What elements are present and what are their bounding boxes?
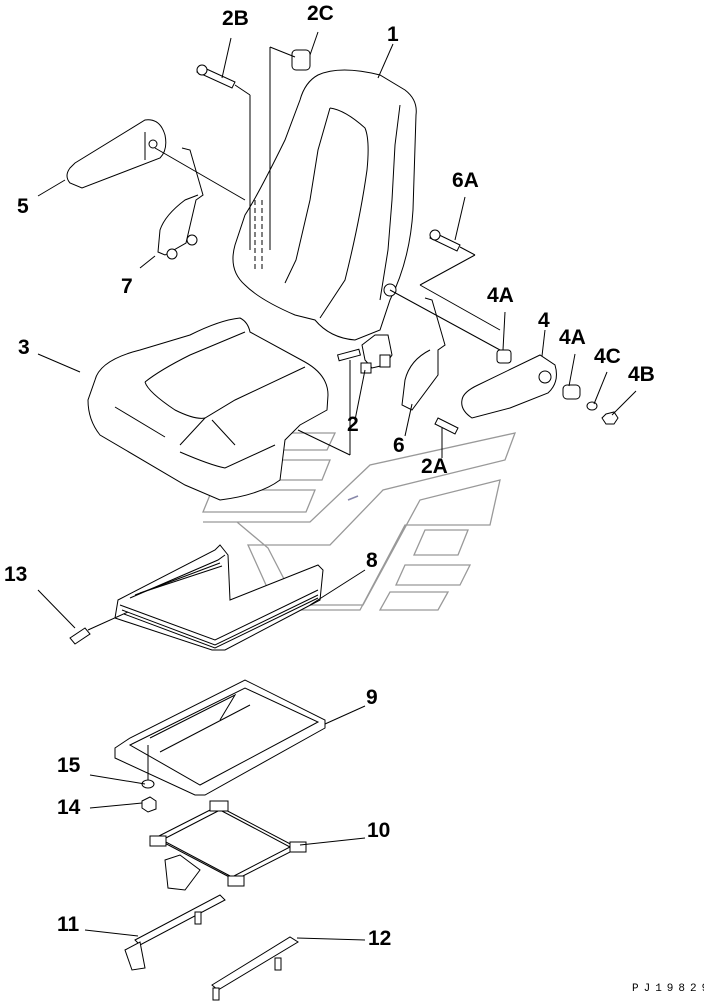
slide-rail-frame bbox=[149, 800, 307, 891]
callout-5: 5 bbox=[17, 195, 29, 218]
nut-4b bbox=[601, 411, 619, 425]
rail-12 bbox=[211, 936, 299, 1001]
callout-4a-lower: 4A bbox=[559, 326, 586, 349]
screw-13 bbox=[69, 627, 91, 645]
callout-6a: 6A bbox=[452, 169, 479, 192]
callout-2a: 2A bbox=[421, 455, 448, 478]
nut-14 bbox=[141, 796, 157, 813]
armrest-left bbox=[66, 119, 167, 189]
callout-14: 14 bbox=[57, 796, 81, 819]
bolt-2a bbox=[434, 417, 459, 435]
suspension-frame bbox=[114, 679, 326, 796]
callout-4: 4 bbox=[538, 309, 550, 332]
hinge-bracket bbox=[336, 334, 393, 374]
rail-11 bbox=[124, 894, 226, 971]
collar-4a-lower bbox=[562, 384, 581, 400]
callout-7: 7 bbox=[121, 275, 133, 298]
collar-4a-upper bbox=[496, 349, 512, 364]
suspension-bellows bbox=[114, 544, 324, 651]
callout-2b: 2B bbox=[222, 7, 249, 30]
callout-9: 9 bbox=[366, 686, 378, 709]
callout-12: 12 bbox=[368, 927, 392, 950]
seat-cushion bbox=[87, 317, 329, 501]
callout-15: 15 bbox=[57, 754, 81, 777]
callout-1: 1 bbox=[387, 23, 399, 46]
bracket-left bbox=[157, 147, 204, 260]
callout-3: 3 bbox=[18, 336, 30, 359]
callout-2: 2 bbox=[347, 413, 359, 436]
callout-4b: 4B bbox=[628, 363, 655, 386]
callout-6: 6 bbox=[393, 434, 405, 457]
callout-4c: 4C bbox=[594, 345, 621, 368]
callout-11: 11 bbox=[57, 913, 80, 936]
bracket-right bbox=[401, 297, 446, 411]
callout-10: 10 bbox=[367, 819, 391, 842]
callout-13: 13 bbox=[4, 563, 28, 586]
callout-4a-upper: 4A bbox=[487, 284, 514, 307]
hardware bbox=[196, 49, 619, 435]
leader-lines bbox=[37, 31, 637, 941]
washer-4c bbox=[586, 401, 598, 411]
callout-8: 8 bbox=[366, 549, 378, 572]
drawing-code: PJ19829 bbox=[632, 983, 704, 995]
seat-back bbox=[232, 69, 417, 341]
armrest-right bbox=[461, 354, 557, 419]
collar-2c bbox=[291, 49, 311, 71]
callout-2c: 2C bbox=[307, 2, 334, 25]
